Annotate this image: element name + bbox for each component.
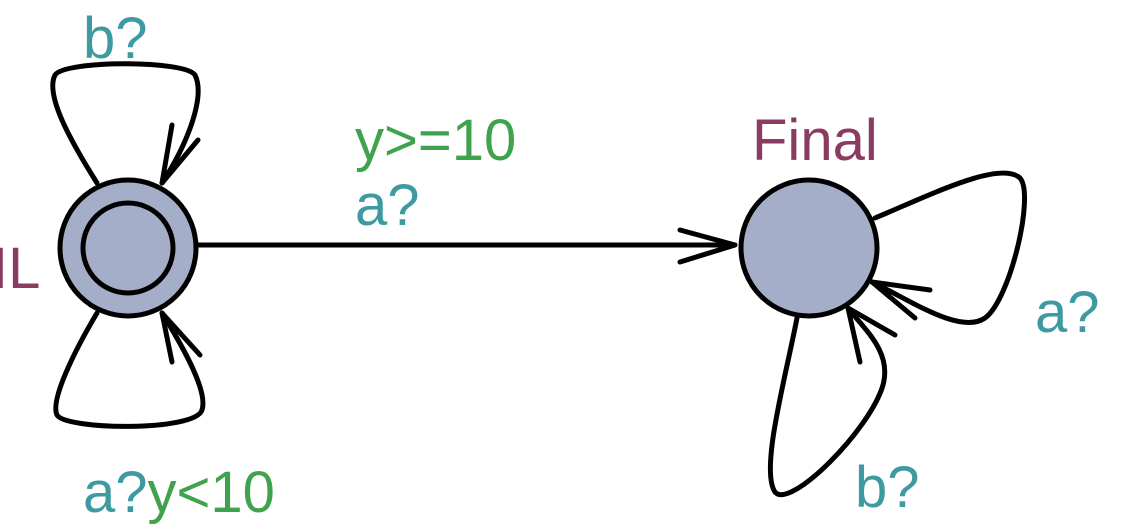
initial-marker-circle [80, 200, 176, 296]
arrowhead-icon [159, 310, 203, 365]
label-il-self-top-sync: b? [83, 6, 148, 71]
arrowhead-icon [677, 227, 738, 265]
label-il-self-bottom-sync: a? [83, 460, 148, 525]
arrowhead-icon [159, 122, 201, 186]
edge-final-self-bottom [767, 305, 898, 497]
label-il-self-bottom-guard: y<10 [148, 460, 275, 525]
arrowhead-icon [869, 279, 933, 321]
label-final-self-right-sync: a? [1035, 280, 1100, 345]
edge-il-to-final [194, 227, 738, 265]
edge-il-self-top [50, 61, 201, 186]
state-circle [738, 177, 880, 319]
edge-final-self-right [869, 170, 1027, 325]
edge-il-self-bottom [53, 310, 206, 429]
state-final [738, 177, 880, 319]
state-final-name: Final [752, 108, 878, 173]
label-il-to-final-guard: y>=10 [355, 108, 516, 173]
arrowhead-icon [845, 305, 898, 365]
label-final-self-bottom-sync: b? [855, 455, 920, 520]
state-il [57, 177, 199, 319]
label-il-self-bottom: a?y<10 [83, 460, 275, 525]
label-il-to-final-sync: a? [355, 173, 420, 238]
state-il-name: IL [0, 236, 40, 301]
